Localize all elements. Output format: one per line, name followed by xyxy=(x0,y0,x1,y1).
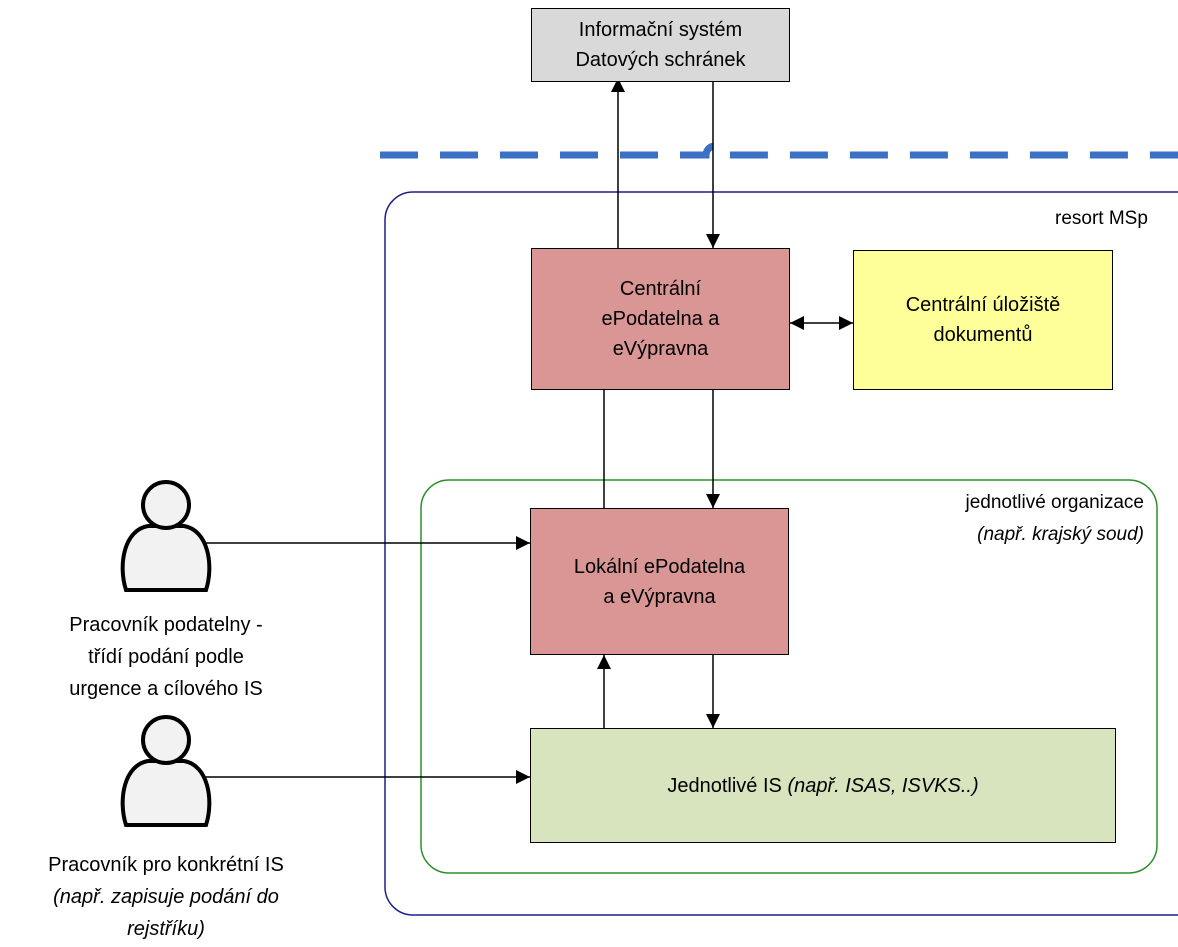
is-text: Jednotlivé IS xyxy=(667,774,788,797)
org-label-line-1: jednotlivé organizace xyxy=(965,492,1144,513)
central-line-2: ePodatelna a xyxy=(601,308,720,330)
storage-line-2: dokumentů xyxy=(933,324,1033,346)
is-worker-person-icon xyxy=(120,715,212,827)
is-box: Jednotlivé IS (např. ISAS, ISVKS..) xyxy=(530,728,1116,843)
clerk-caption: Pracovník podatelny - třídí podání podle… xyxy=(0,609,332,705)
is-worker-caption-line-2: (např. zapisuje podání do xyxy=(53,886,279,908)
resort-label: resort MSp xyxy=(1055,208,1148,229)
clerk-caption-line-3: urgence a cílového IS xyxy=(69,678,263,700)
local-line-1: Lokální ePodatelna xyxy=(573,555,746,578)
local-podatelna-box: Lokální ePodatelna a eVýpravna xyxy=(530,508,789,655)
is-worker-caption-line-1: Pracovník pro konkrétní IS xyxy=(48,854,284,876)
central-podatelna-box: Centrální ePodatelna a eVýpravna xyxy=(531,248,790,390)
is-example: (např. ISAS, ISVKS..) xyxy=(787,774,979,797)
clerk-caption-line-2: třídí podání podle xyxy=(88,646,244,668)
central-line-3: eVýpravna xyxy=(612,338,709,360)
resort-region xyxy=(384,191,1178,916)
clerk-caption-line-1: Pracovník podatelny - xyxy=(69,614,263,636)
org-label-line-2: (např. krajský soud) xyxy=(977,524,1144,545)
organization-region xyxy=(420,479,1158,874)
local-line-2: a eVýpravna xyxy=(603,585,716,608)
ids-line-1: Informační systém xyxy=(578,19,743,41)
network-boundary-line xyxy=(380,142,1178,159)
is-label: Jednotlivé IS (např. ISAS, ISVKS..) xyxy=(667,771,978,801)
is-worker-caption: Pracovník pro konkrétní IS (např. zapisu… xyxy=(0,849,332,945)
document-storage-box: Centrální úložiště dokumentů xyxy=(853,250,1113,390)
storage-line-1: Centrální úložiště xyxy=(905,294,1061,316)
central-line-1: Centrální xyxy=(619,278,702,300)
org-label: jednotlivé organizace (např. krajský sou… xyxy=(965,487,1144,551)
ids-box: Informační systém Datových schránek xyxy=(531,8,790,82)
ids-line-2: Datových schránek xyxy=(575,49,746,71)
clerk-person-icon xyxy=(120,480,212,592)
is-worker-caption-line-3: rejstříku) xyxy=(127,918,205,940)
